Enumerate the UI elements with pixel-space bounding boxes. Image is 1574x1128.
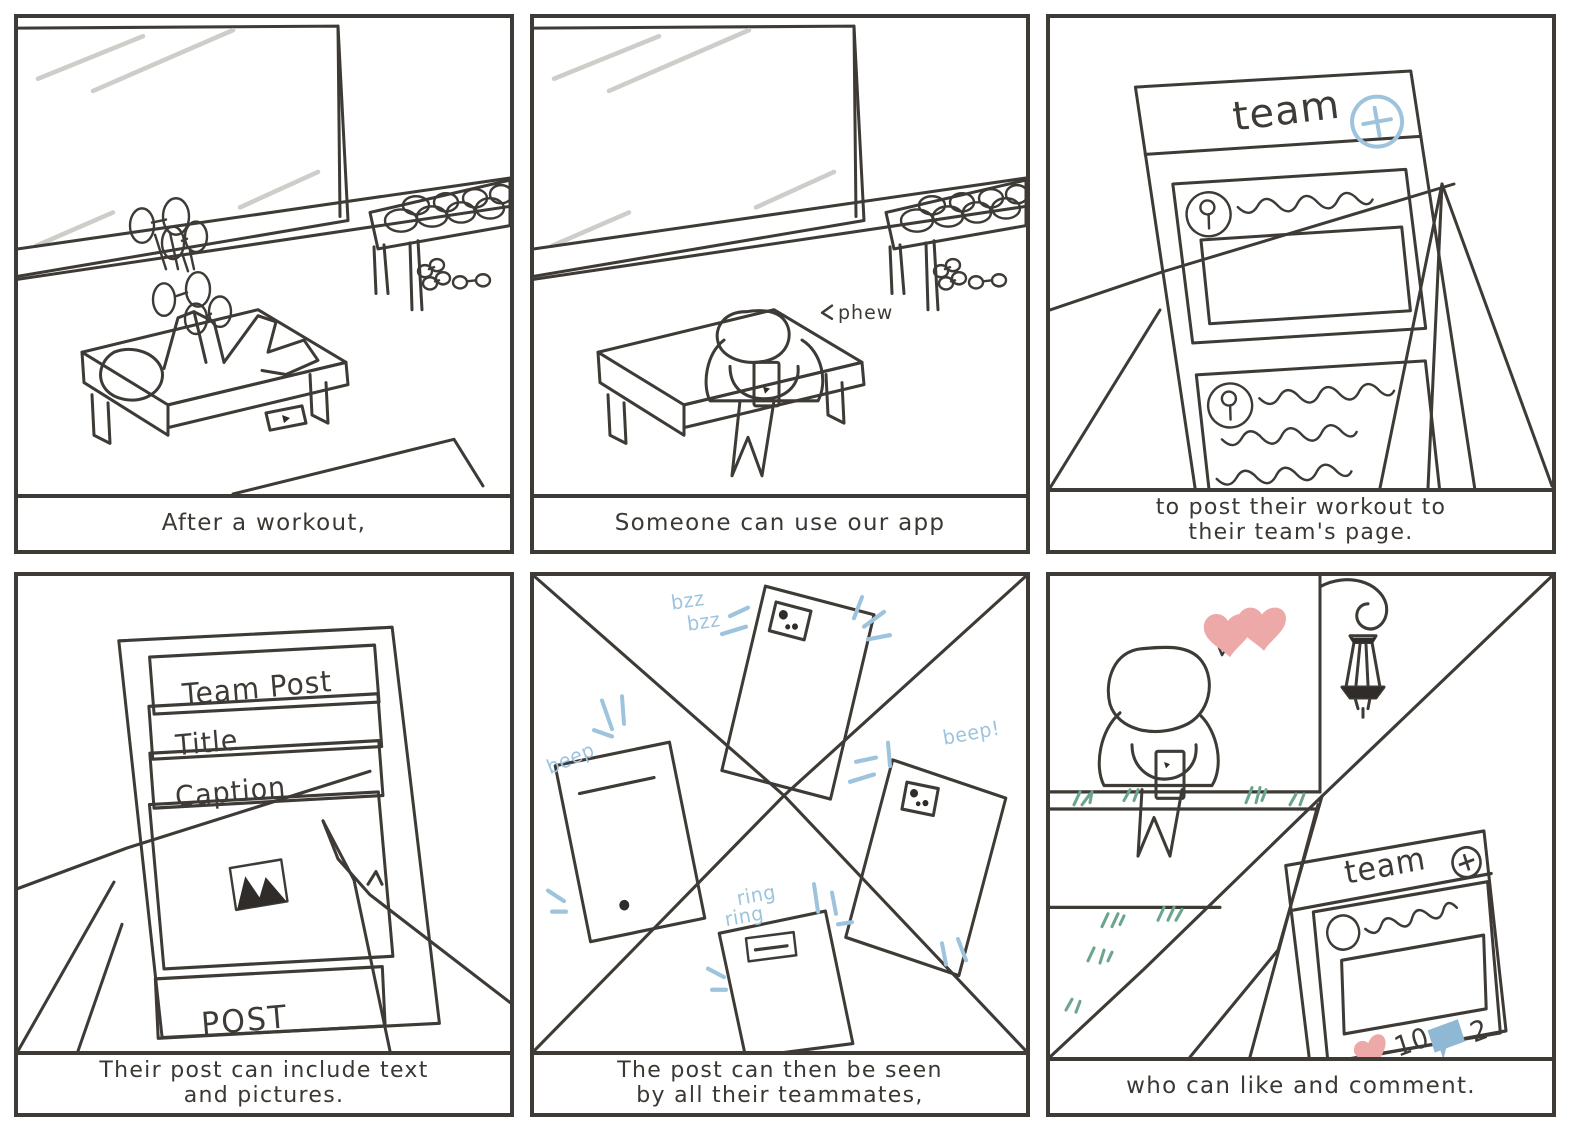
panel-3-caption: to post their workout to their team's pa… <box>1050 488 1552 550</box>
storyboard-panel-4: Team Post Title Caption POST <box>14 572 514 1117</box>
sfx-ring-line2: ring <box>723 901 765 931</box>
mountain-picture-icon <box>228 858 289 912</box>
panel-6-caption-text: who can like and comment. <box>1126 1073 1476 1100</box>
panel-5-caption-text: The post can then be seen by all their t… <box>617 1058 943 1108</box>
panel-3-app-title: team <box>1230 82 1343 141</box>
person-avatar-icon <box>1326 914 1361 951</box>
bottom-phone-vibration-lines <box>706 882 854 992</box>
panel-4-field-title-label: Title <box>173 723 239 763</box>
panel-4-caption: Their post can include text and pictures… <box>18 1051 510 1113</box>
panel-1-caption-text: After a workout, <box>161 510 367 537</box>
panel-3-caption-text: to post their workout to their team's pa… <box>1155 495 1447 545</box>
grass-tufts <box>1064 786 1306 1014</box>
storyboard-panel-5: bzz bzz beep <box>530 572 1030 1117</box>
storyboard-panel-6: team 10 <box>1046 572 1556 1117</box>
panel-5-artwork: bzz bzz beep <box>534 576 1026 1051</box>
person-avatar-icon <box>1206 382 1254 429</box>
panel-2-artwork: phew <box>534 18 1026 494</box>
storyboard-panel-2: phew Someone can use our app <box>530 14 1030 554</box>
panel-1-artwork <box>18 18 510 494</box>
top-phone-vibration-lines <box>720 595 892 642</box>
panel-6-artwork: team 10 <box>1050 576 1552 1057</box>
sfx-beep: beep <box>543 738 597 779</box>
panel-2-caption: Someone can use our app <box>534 494 1026 550</box>
panel-2-caption-text: Someone can use our app <box>614 510 946 537</box>
sfx-beep-excl: beep! <box>941 716 1002 750</box>
panel-1-caption: After a workout, <box>18 494 510 550</box>
panel-5-caption: The post can then be seen by all their t… <box>534 1051 1026 1113</box>
like-count: 10 <box>1391 1021 1434 1057</box>
panel-6-app-title: team <box>1342 840 1429 892</box>
storyboard-panel-3: team <box>1046 14 1556 554</box>
sfx-bzz-line1: bzz <box>670 587 706 615</box>
comment-count: 2 <box>1466 1013 1492 1049</box>
panel-3-artwork: team <box>1050 18 1552 488</box>
right-phone-vibration-lines <box>848 740 968 967</box>
heart-icon <box>1203 607 1286 658</box>
left-phone-vibration-lines <box>546 694 626 914</box>
speech-bubble-icon <box>1427 1019 1466 1057</box>
panel-4-field-caption-label: Caption <box>174 770 288 814</box>
storyboard-panel-1: After a workout, <box>14 14 514 554</box>
photo-thumbnail-icon <box>900 780 940 818</box>
plus-circle-icon <box>1350 94 1405 149</box>
panel-6-caption: who can like and comment. <box>1050 1057 1552 1113</box>
photo-thumbnail-icon <box>767 600 813 642</box>
person-avatar-icon <box>1185 191 1232 238</box>
like-icon <box>1353 1034 1386 1057</box>
panel-4-artwork: Team Post Title Caption POST <box>18 576 510 1051</box>
svg-text:phew: phew <box>838 301 893 324</box>
sfx-bzz-line2: bzz <box>686 608 722 636</box>
plus-circle-icon <box>1451 845 1482 879</box>
panel-4-caption-text: Their post can include text and pictures… <box>99 1058 429 1108</box>
panel-4-post-button-label: POST <box>200 999 290 1044</box>
